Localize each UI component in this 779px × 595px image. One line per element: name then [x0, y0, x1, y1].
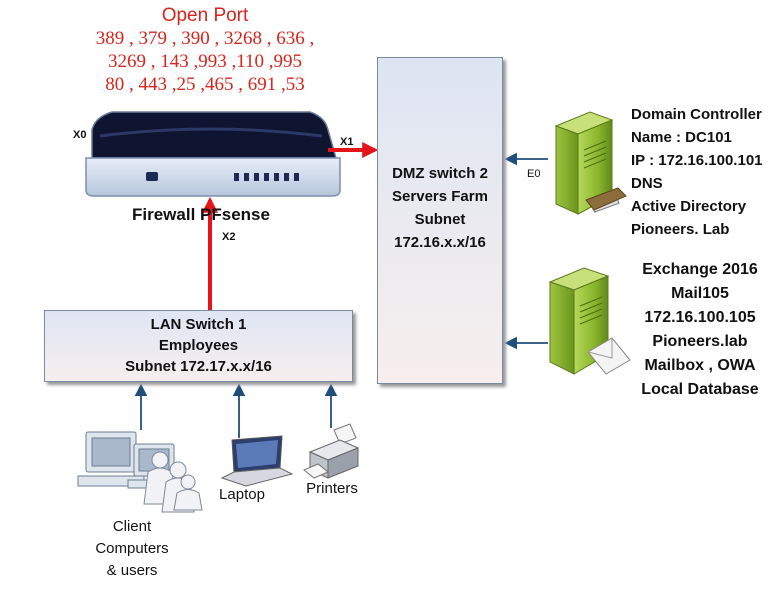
exchange-line: Local Database	[641, 381, 759, 398]
dc-line: DNS	[631, 175, 663, 192]
lan-switch-line: Employees	[158, 337, 239, 354]
mail-envelope-icon	[587, 337, 631, 375]
dc-line: Domain Controller	[631, 106, 762, 123]
open-ports-line: 3269 , 143 ,993 ,110 ,995	[107, 51, 303, 72]
exchange-server-icon	[548, 267, 631, 375]
dc-line: Name : DC101	[631, 129, 732, 146]
laptop-label: Laptop	[219, 486, 265, 503]
clients-line: Computers	[95, 540, 169, 557]
x1-interface-label: X1	[340, 136, 354, 148]
dmz-switch-line: Subnet	[414, 211, 466, 228]
laptop-icon	[220, 435, 294, 487]
dmz-switch-line: Servers Farm	[392, 188, 488, 205]
exchange-line: Exchange 2016	[642, 261, 758, 278]
dmz-switch-box	[377, 57, 503, 384]
printers-label: Printers	[306, 480, 358, 497]
open-ports-annotation: Open Port 389 , 379 , 390 , 3268 , 636 ,…	[60, 4, 350, 96]
exchange-line: 172.16.100.105	[644, 309, 756, 326]
open-ports-title: Open Port	[161, 5, 249, 26]
dmz-switch-label: DMZ switch 2 Servers Farm Subnet 172.16.…	[377, 162, 503, 254]
dmz-switch-line: 172.16.x.x/16	[394, 234, 486, 251]
clients-line: & users	[106, 562, 158, 579]
lan-switch-line: LAN Switch 1	[150, 316, 247, 333]
x2-interface-label: X2	[222, 231, 236, 243]
open-ports-line: 80 , 443 ,25 ,465 , 691 ,53	[105, 74, 305, 95]
firewall-label: Firewall PFsense	[132, 205, 270, 224]
lan-switch-label: LAN Switch 1 Employees Subnet 172.17.x.x…	[44, 314, 353, 377]
printer-icon	[303, 423, 360, 479]
domain-controller-server-icon	[554, 111, 627, 215]
firewall-device	[85, 111, 341, 197]
exchange-line: Mailbox , OWA	[644, 357, 756, 374]
x0-interface-label: X0	[73, 129, 87, 141]
dc-line: IP : 172.16.100.101	[631, 152, 763, 169]
exchange-line: Pioneers.lab	[652, 333, 748, 350]
open-ports-line: 389 , 379 , 390 , 3268 , 636 ,	[95, 28, 315, 49]
client-computers-icon	[77, 431, 203, 513]
lan-switch-box	[44, 310, 353, 382]
domain-controller-label: Domain Controller Name : DC101 IP : 172.…	[631, 103, 763, 241]
dc-line: Pioneers. Lab	[631, 221, 730, 238]
exchange-server-label: Exchange 2016 Mail105 172.16.100.105 Pio…	[620, 258, 779, 402]
exchange-line: Mail105	[671, 285, 729, 302]
clients-label: Client Computers & users	[70, 516, 194, 582]
clients-line: Client	[112, 518, 152, 535]
dc-line: Active Directory	[631, 198, 747, 215]
dmz-switch-line: DMZ switch 2	[392, 165, 488, 182]
lan-switch-line: Subnet 172.17.x.x/16	[125, 358, 272, 375]
e0-interface-label: E0	[527, 168, 541, 180]
